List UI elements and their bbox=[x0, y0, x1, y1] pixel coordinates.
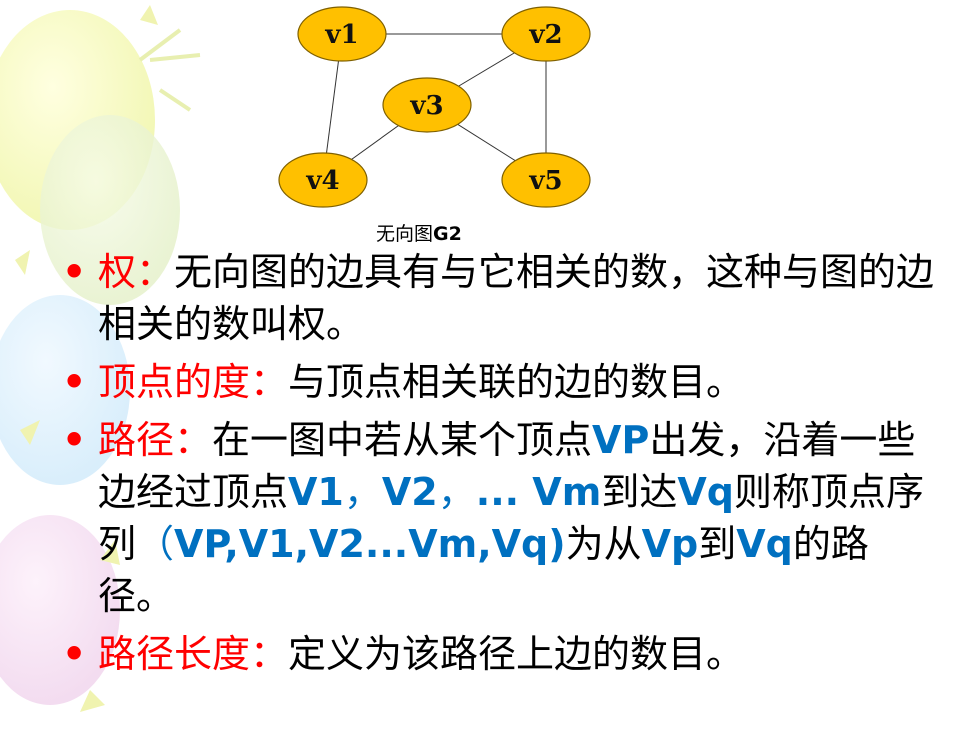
path-paren: （ bbox=[136, 522, 175, 566]
path-comma-2: ， bbox=[437, 470, 476, 514]
definition-list: •权：无向图的边具有与它相关的数，这种与图的边相关的数叫权。 •顶点的度：与顶点… bbox=[62, 246, 942, 686]
node-ellipse bbox=[297, 6, 387, 62]
path-v2: V2 bbox=[381, 470, 438, 514]
node-v4: v4 bbox=[278, 152, 368, 208]
node-ellipse bbox=[382, 77, 472, 133]
node-ellipse bbox=[501, 152, 591, 208]
bullet: • bbox=[62, 359, 87, 404]
path-vq-2: Vq bbox=[736, 522, 793, 566]
node-ellipse bbox=[278, 152, 368, 208]
term-colon: ： bbox=[250, 360, 289, 404]
definition-item-path: •路径：在一图中若从某个顶点VP出发，沿着一些边经过顶点V1，V2，... Vm… bbox=[62, 414, 942, 622]
node-label-v3: v3 bbox=[409, 91, 443, 121]
balloon-pink bbox=[0, 515, 120, 705]
path-vq: Vq bbox=[677, 470, 734, 514]
term-path: 路径 bbox=[98, 418, 175, 462]
path-comma-1: ， bbox=[343, 470, 382, 514]
path-vm: ... Vm bbox=[475, 470, 602, 514]
path-v1: V1 bbox=[288, 470, 344, 514]
term-weight: 权 bbox=[98, 250, 137, 294]
node-v5: v5 bbox=[501, 152, 591, 208]
graph-caption-text: 无向图 bbox=[376, 223, 434, 245]
path-text-5: 为从 bbox=[565, 522, 642, 566]
graph-nodes: v1 v2 v3 v4 v5 bbox=[278, 6, 591, 208]
term-path-length: 路径长度 bbox=[98, 632, 251, 676]
confetti bbox=[15, 5, 158, 712]
path-length-definition: 定义为该路径上边的数目。 bbox=[288, 632, 745, 676]
node-label-v4: v4 bbox=[305, 166, 339, 196]
bullet: • bbox=[62, 417, 87, 462]
node-ellipse bbox=[501, 6, 591, 62]
path-vp-2: Vp bbox=[641, 522, 699, 566]
term-colon: ： bbox=[250, 632, 289, 676]
definition-item-degree: •顶点的度：与顶点相关联的边的数目。 bbox=[62, 356, 942, 408]
path-text-6: 到 bbox=[698, 522, 737, 566]
definition-item-path-length: •路径长度：定义为该路径上边的数目。 bbox=[62, 628, 942, 680]
path-text-1: 在一图中若从某个顶点 bbox=[212, 418, 593, 462]
path-text-2: 出发，沿着一些边经过顶点 bbox=[98, 418, 916, 514]
node-v2: v2 bbox=[501, 6, 591, 62]
node-v3: v3 bbox=[382, 77, 472, 133]
path-text-7: 的路径。 bbox=[98, 522, 869, 618]
degree-definition: 与顶点相关联的边的数目。 bbox=[288, 360, 745, 404]
weight-definition: 无向图的边具有与它相关的数，这种与图的边相关的数叫权。 bbox=[98, 250, 935, 346]
graph-caption: 无向图G2 bbox=[376, 219, 462, 246]
path-vp: VP bbox=[592, 418, 650, 462]
balloon-green bbox=[40, 115, 180, 305]
bullet: • bbox=[62, 631, 87, 676]
node-label-v1: v1 bbox=[324, 20, 358, 50]
bullet: • bbox=[62, 249, 87, 294]
graph-caption-g2: G2 bbox=[433, 223, 462, 245]
path-sequence: VP,V1,V2...Vm,Vq) bbox=[174, 522, 566, 566]
undirected-graph: v1 v2 v3 v4 v5 bbox=[278, 6, 591, 208]
term-colon: ： bbox=[174, 418, 213, 462]
node-label-v2: v2 bbox=[528, 20, 562, 50]
term-degree: 顶点的度 bbox=[98, 360, 251, 404]
definition-item-weight: •权：无向图的边具有与它相关的数，这种与图的边相关的数叫权。 bbox=[62, 246, 942, 350]
balloon-strings bbox=[138, 28, 201, 112]
node-v1: v1 bbox=[297, 6, 387, 62]
node-label-v5: v5 bbox=[528, 166, 562, 196]
term-colon: ： bbox=[136, 250, 175, 294]
path-text-4: 则称顶点序列 bbox=[98, 470, 924, 566]
path-text-3: 到达 bbox=[601, 470, 678, 514]
